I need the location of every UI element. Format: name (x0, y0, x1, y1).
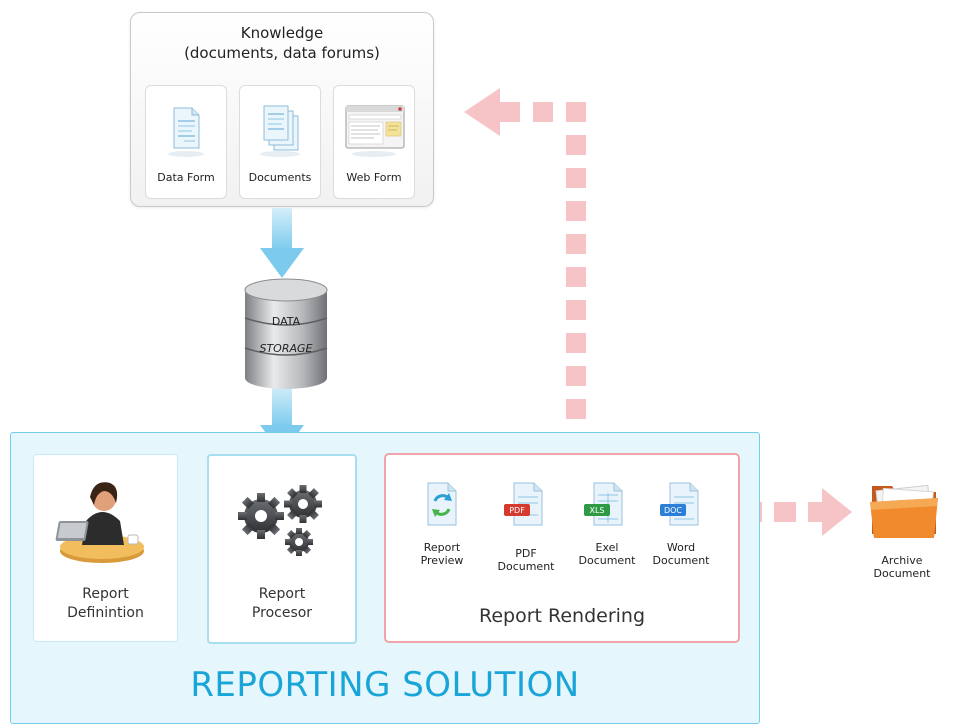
report-preview-line2: Preview (420, 554, 464, 567)
documents-icon (260, 105, 300, 157)
excel-document-label: Exel Document (567, 541, 647, 567)
report-preview-label: Report Preview (402, 541, 482, 567)
report-rendering-panel: Report Preview PDF PDF Document XLS (384, 453, 740, 643)
knowledge-title-line2: (documents, data forums) (184, 44, 380, 62)
excel-document-line2: Document (578, 554, 636, 567)
report-preview-icon (427, 482, 457, 526)
knowledge-box: Knowledge (documents, data forums) Data … (130, 12, 434, 207)
excel-document-icon: XLS (584, 482, 623, 526)
data-form-card: Data Form (145, 85, 227, 199)
reporting-solution-title: REPORTING SOLUTION (190, 665, 580, 705)
storage-label-line2: STORAGE (259, 342, 312, 355)
documents-label: Documents (248, 171, 312, 184)
report-processor-label: Report Procesor (209, 585, 355, 623)
archive-line2: Document (873, 567, 931, 580)
word-document-label: Word Document (641, 541, 721, 567)
doc-badge: DOC (664, 506, 682, 515)
word-document-icon: DOC (660, 482, 699, 526)
report-rendering-title: Report Rendering (478, 605, 646, 627)
archive-folder-icon (870, 484, 938, 538)
word-document-line1: Word (666, 541, 696, 554)
report-definition-line1: Report (82, 586, 129, 602)
report-processor-line2: Procesor (251, 605, 313, 621)
archive-line1: Archive (881, 554, 923, 567)
reporting-solution-container: Report Definintion (10, 432, 760, 724)
pdf-badge: PDF (509, 506, 525, 515)
feedback-arrow-to-knowledge (464, 88, 586, 452)
knowledge-title: Knowledge (documents, data forums) (131, 23, 433, 63)
web-form-card: Web Form (333, 85, 415, 199)
pdf-document-label: PDF Document (486, 547, 566, 573)
report-processor-panel: Report Procesor (207, 454, 357, 644)
report-processor-line1: Report (258, 586, 306, 602)
pdf-document-line2: Document (497, 560, 555, 573)
gears-icon (238, 485, 322, 556)
arrow-knowledge-to-storage (260, 208, 304, 278)
storage-label-line1: DATA (272, 315, 301, 328)
documents-card: Documents (239, 85, 321, 199)
pdf-document-line1: PDF (515, 547, 537, 560)
knowledge-title-line1: Knowledge (240, 24, 324, 42)
xls-badge: XLS (589, 506, 604, 515)
data-form-icon (168, 107, 204, 157)
report-definition-line2: Definintion (67, 605, 144, 621)
word-document-line2: Document (652, 554, 710, 567)
report-preview-line1: Report (423, 541, 461, 554)
archive-document-label: Archive Document (862, 554, 942, 580)
report-definition-panel: Report Definintion (33, 454, 178, 642)
report-definition-label: Report Definintion (34, 585, 177, 623)
person-at-desk-icon (55, 482, 144, 563)
data-storage-cylinder: DATA STORAGE (244, 278, 328, 389)
excel-document-line1: Exel (595, 541, 619, 554)
pdf-document-icon: PDF (504, 482, 543, 526)
web-form-icon (345, 105, 405, 157)
data-form-label: Data Form (157, 171, 215, 184)
web-form-label: Web Form (346, 171, 402, 184)
